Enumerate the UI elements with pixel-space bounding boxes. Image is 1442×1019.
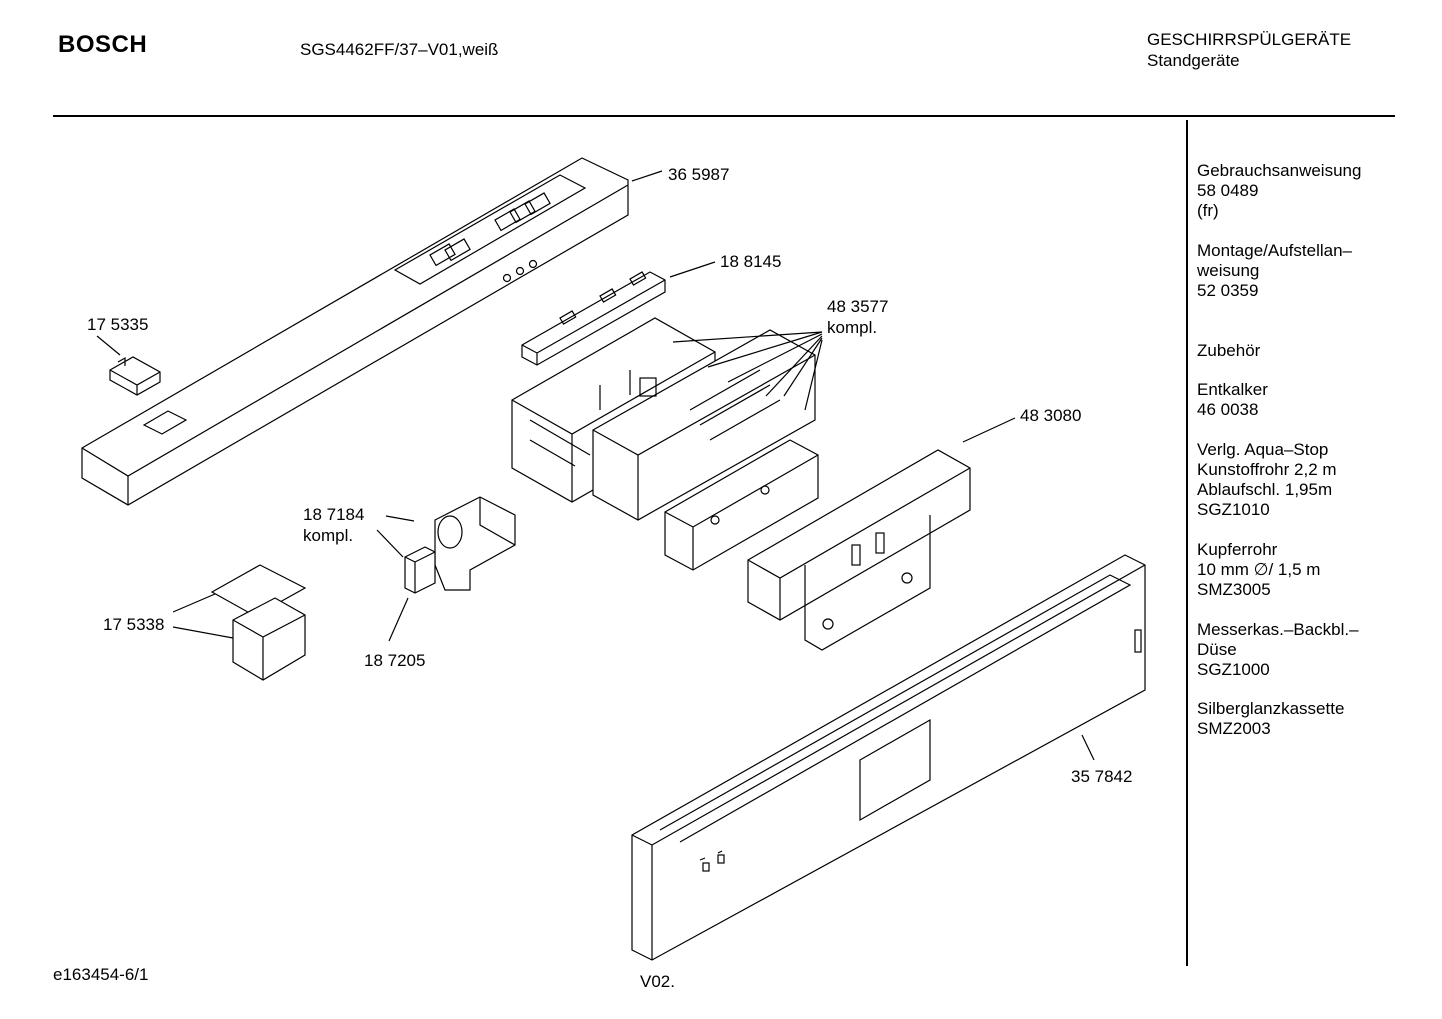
sidebar-descaler: Entkalker 46 0038 (1197, 380, 1268, 420)
copper-title: Kupferrohr (1197, 540, 1278, 559)
sidebar-manual: Gebrauchsanweisung 58 0489 (fr) (1197, 161, 1361, 221)
brand-logo: BOSCH (58, 31, 148, 58)
accessories-heading: Zubehör (1197, 341, 1261, 360)
control-module-housing-part (631, 554, 1146, 961)
model-number: SGS4462FF/37–V01,weiß (300, 40, 499, 59)
callout-17-5335: 17 5335 (87, 315, 149, 334)
nozzle-number: SGZ1000 (1197, 660, 1270, 679)
callout-18-8145: 18 8145 (720, 252, 782, 271)
keypad-strip-part (521, 271, 666, 366)
aquastop-line-2: Kunstoffrohr 2,2 m (1197, 460, 1337, 479)
subcategory-title: Standgeräte (1147, 51, 1240, 70)
callout-48-3577-kompl: kompl. (827, 318, 878, 337)
sidebar-aquastop: Verlg. Aqua–Stop Kunstoffrohr 2,2 m Abla… (1197, 440, 1337, 520)
aquastop-number: SGZ1010 (1197, 500, 1270, 519)
silver-title: Silberglanzkassette (1197, 699, 1345, 718)
control-panel-part (81, 157, 629, 506)
install-title-cont: weisung (1197, 261, 1260, 280)
callout-36-5987: 36 5987 (668, 165, 730, 184)
install-number: 52 0359 (1197, 281, 1259, 300)
aquastop-line-3: Ablaufschl. 1,95m (1197, 480, 1333, 499)
board-bracket-part (664, 439, 819, 571)
callout-48-3577: 48 3577 (827, 297, 889, 316)
sidebar-silver: Silberglanzkassette SMZ2003 (1197, 699, 1344, 739)
callout-18-7184: 18 7184 (303, 505, 365, 524)
install-title: Montage/Aufstellan– (1197, 241, 1352, 260)
nozzle-title: Messerkas.–Backbl.– (1197, 620, 1359, 639)
callout-18-7184-kompl: kompl. (303, 526, 354, 545)
sidebar-copper: Kupferrohr 10 mm ∅/ 1,5 m SMZ3005 (1197, 540, 1320, 600)
document-id: e163454-6/1 (53, 965, 149, 984)
sidebar-accessories: Zubehör (1197, 341, 1260, 361)
descaler-number: 46 0038 (1197, 400, 1259, 419)
version-label: V02. (640, 972, 675, 991)
category-title: GESCHIRRSPÜLGERÄTE (1147, 30, 1352, 49)
descaler-title: Entkalker (1197, 380, 1268, 399)
callout-35-7842: 35 7842 (1071, 767, 1133, 786)
sidebar-nozzle: Messerkas.–Backbl.– Düse SGZ1000 (1197, 620, 1359, 680)
aquastop-line-1: Verlg. Aqua–Stop (1197, 440, 1329, 459)
copper-number: SMZ3005 (1197, 580, 1271, 599)
callout-48-3080: 48 3080 (1020, 406, 1082, 425)
silver-number: SMZ2003 (1197, 719, 1271, 738)
copper-spec: 10 mm ∅/ 1,5 m (1197, 560, 1321, 579)
manual-language: (fr) (1197, 201, 1219, 220)
valve-18-7184-part (434, 496, 516, 591)
sidebar-install: Montage/Aufstellan– weisung 52 0359 (1197, 241, 1352, 301)
manual-title: Gebrauchsanweisung (1197, 161, 1362, 180)
callout-17-5338: 17 5338 (103, 615, 165, 634)
switch-17-5338-part (210, 564, 307, 681)
holder-48-3080-part (747, 449, 971, 651)
leader-lines (96, 170, 1095, 761)
callout-18-7205: 18 7205 (364, 651, 426, 670)
relay-18-7205-part (404, 546, 436, 594)
manual-number: 58 0489 (1197, 181, 1259, 200)
nozzle-title-cont: Düse (1197, 640, 1237, 659)
circuit-board-part (592, 329, 816, 521)
module-housing-part (511, 317, 716, 503)
switch-17-5335-part (109, 356, 161, 396)
